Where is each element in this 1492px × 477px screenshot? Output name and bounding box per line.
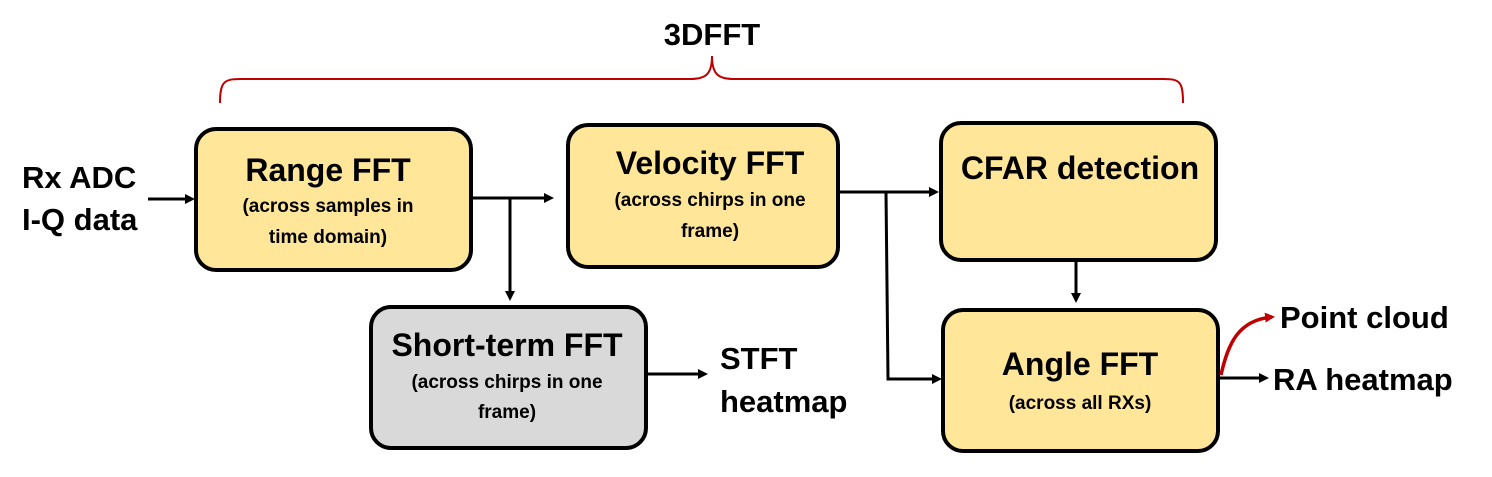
point-cloud-arrow	[1219, 312, 1275, 376]
velocity-fft-block	[566, 123, 840, 269]
point-cloud-label: Point cloud	[1280, 300, 1449, 335]
3dfft-brace	[219, 55, 1184, 104]
velocity-fft-sub1: (across chirps in one	[614, 190, 806, 211]
stft-output-line2: heatmap	[720, 384, 848, 419]
range-fft-sub1: (across samples in	[242, 196, 414, 217]
velocity-to-angle-arrow	[884, 191, 942, 384]
cfar-detection-title: CFAR detection	[960, 150, 1200, 186]
diagram-title: 3DFFT	[663, 17, 761, 52]
ra-heatmap-label: RA heatmap	[1273, 362, 1453, 397]
input-label-line2: I-Q data	[22, 202, 138, 237]
cfar-detection-block	[939, 121, 1218, 262]
range-fft-sub2: time domain)	[268, 227, 388, 248]
angle-fft-title: Angle FFT	[1001, 346, 1159, 382]
short-term-fft-sub2: frame)	[477, 402, 537, 423]
range-fft-title: Range FFT	[245, 152, 411, 188]
short-term-fft-block	[369, 305, 648, 450]
angle-fft-sub1: (across all RXs)	[1008, 393, 1152, 414]
range-fft-block	[194, 127, 473, 272]
short-term-fft-sub1: (across chirps in one	[411, 372, 603, 393]
input-label-line1: Rx ADC	[22, 160, 137, 195]
stft-output-line1: STFT	[720, 341, 798, 376]
angle-fft-block	[941, 308, 1220, 453]
short-term-fft-title: Short-term FFT	[391, 327, 623, 363]
velocity-fft-sub2: frame)	[680, 221, 740, 242]
velocity-fft-title: Velocity FFT	[615, 145, 805, 181]
